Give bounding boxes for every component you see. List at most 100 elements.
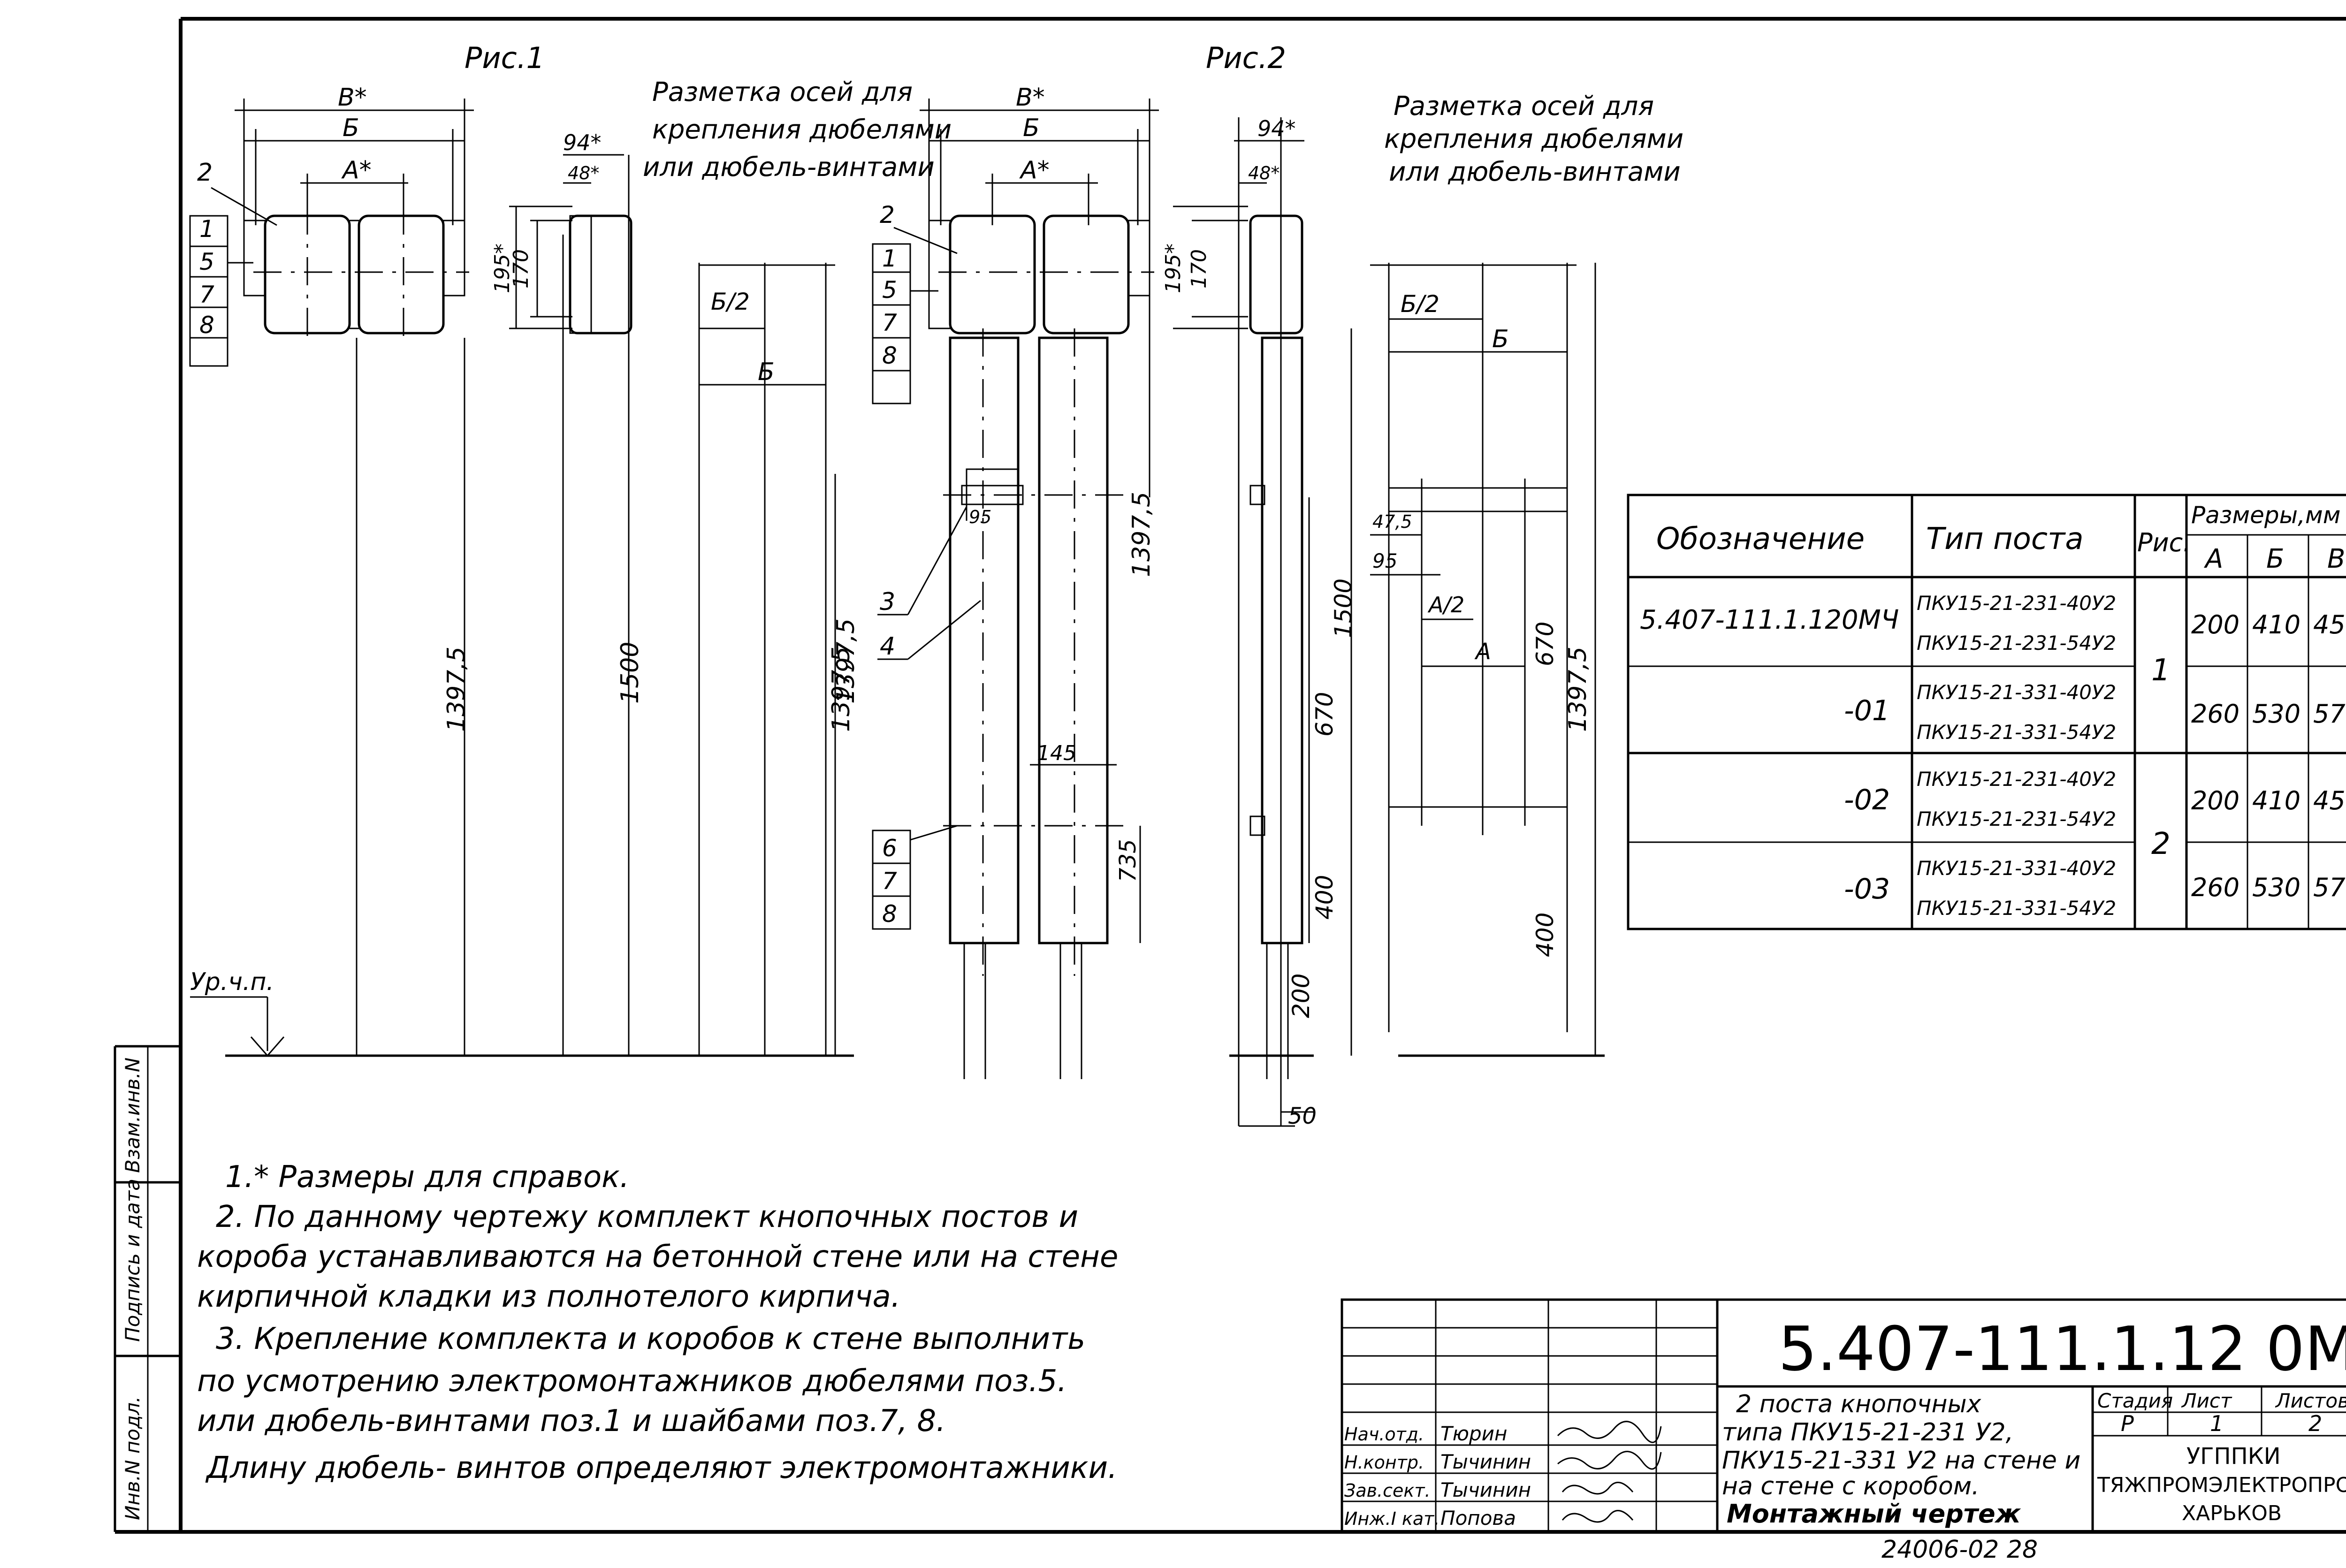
table-header-a: А [2204,544,2223,574]
table-row-type: ПКУ15-21-331-40У2 [1917,857,2116,880]
fig2-marking-line-2: крепления дюбелями [1384,124,1683,154]
table-cell-a: 200 [2191,786,2239,815]
fig1-marking-line-3: или дюбель-винтами [643,152,935,183]
fig2-dim-400b: 400 [1531,913,1559,957]
fig2-dim-735: 735 [1115,839,1141,882]
fig2-callouts-bottom: 6 7 8 [872,825,958,930]
signatory-name: Попова [1440,1507,1516,1530]
fig2-dim-50: 50 [1288,1103,1317,1129]
table-cell-v: 450 [2313,610,2346,639]
table-row-type: ПКУ15-21-231-54У2 [1917,632,2116,655]
fig2-callout-7b: 7 [882,868,897,895]
table-row-designation: -01 [1844,694,1890,727]
signature [1561,1510,1634,1523]
fig2-callout-6: 6 [882,835,897,862]
fig2-dim-95: 95 [969,507,991,527]
table-header-sizes: Размеры,мм [2191,502,2340,529]
fig2-callout-2: 2 [880,201,895,228]
fig2-marking-line-3: или дюбель-винтами [1389,157,1681,187]
role-label: Зав.сект. [1344,1480,1431,1501]
role-label: Н.контр. [1344,1452,1424,1473]
table-row-type: ПКУ15-21-331-54У2 [1917,897,2116,920]
table-row-type: ПКУ15-21-331-40У2 [1917,681,2116,704]
fig1-dim-195: 195* [490,244,514,293]
sheet-frame [114,17,2346,1534]
signature [1557,1451,1662,1470]
title-desc-line: типа ПКУ15-21-231 У2, [1722,1418,2013,1446]
title-block: 5.407-111.1.12 0МЧ 2 поста кнопочных тип… [1341,1298,2346,1564]
fig1-callout-2: 2 [197,159,213,187]
stage-value: Р [2121,1411,2134,1436]
fig2-title: Рис.2 [1206,41,1286,75]
fig2-dim-a-star: А* [1019,156,1050,184]
title-desc-line: ПКУ15-21-331 У2 на стене и [1722,1446,2080,1475]
note-line: или дюбель-винтами поз.1 и шайбами поз.7… [197,1404,946,1439]
table-cell-v: 570 [2313,873,2346,902]
fig2-dim-b-half: Б/2 [1401,290,1440,318]
fig2-dim-b-2: Б [1492,325,1509,353]
note-line: 2. По данному чертежу комплект кнопочных… [216,1200,1078,1234]
fig2-dim-475: 47,5 [1372,511,1412,532]
table-header-designation: Обозначение [1656,522,1865,556]
fig1-dim-1500: 1500 [616,642,644,704]
fig1-dim-b-half: Б/2 [711,288,750,315]
table-header-post-type: Тип поста [1926,522,2084,556]
table-cell-a: 260 [2191,699,2239,729]
sizes-table: Обозначение Тип поста Рис. Размеры,мм А … [1627,494,2346,930]
title-desc-line: на стене с коробом. [1722,1472,1980,1500]
fig2-callout-1: 1 [882,245,897,272]
signatory-name: Тычинин [1440,1450,1531,1473]
fig2-callouts-mid: 3 4 [877,506,981,661]
table-cell-b: 410 [2252,610,2300,639]
sheets-value: 2 [2308,1411,2322,1436]
fig2-callout-4: 4 [880,632,895,661]
title-desc-line: 2 поста кнопочных [1736,1390,1982,1418]
role-label: Нач.отд. [1344,1424,1424,1445]
doc-code: 5.407-111.1.12 0МЧ [1778,1313,2346,1385]
table-cell-v: 450 [2313,786,2346,815]
stamp-vzam-inv: Взам.инв.N [121,1058,144,1173]
fig1-dim-1397: 1397,5 [442,647,471,732]
fig1-dim-1397-b: 1397,5 [827,647,855,732]
sheet-label: Лист [2181,1389,2232,1412]
fig2-dim-a-half: А/2 [1427,592,1464,617]
table-row-type: ПКУ15-21-231-40У2 [1917,592,2116,615]
fig1-dim-94: 94* [563,130,602,155]
signatory-name: Тюрин [1440,1422,1507,1445]
sheets-label: Листов [2275,1389,2346,1412]
table-row-type: ПКУ15-21-331-54У2 [1917,721,2116,744]
fig2-dim-400: 400 [1311,875,1338,920]
fig2-marking-line-1: Разметка осей для [1394,91,1654,122]
fig2-dim-1397-left: 1397,5 [832,618,860,704]
table-row-type: ПКУ15-21-231-40У2 [1917,768,2116,791]
fig2-dim-200: 200 [1287,974,1315,1018]
fig1-callout-7: 7 [199,281,214,308]
table-fig-group-1: 1 [2151,653,2171,688]
fig1-dim-48: 48* [568,163,599,183]
figure-1: Рис.1 В* Б А* 2 1 [189,41,952,1057]
table-cell-a: 260 [2191,873,2239,902]
org-line: ТЯЖПРОМЭЛЕКТРОПРОЕКТ [2097,1473,2346,1497]
fig2-dim-b-star: В* [1016,84,1045,112]
floor-level-label: Ур.ч.п. [190,968,274,996]
note-line: 3. Крепление комплекта и коробов к стене… [216,1322,1085,1356]
note-line: Длину дюбель- винтов определяют электром… [205,1451,1117,1485]
fig2-dim-670: 670 [1311,692,1338,737]
drawing-type: Монтажный чертеж [1727,1499,2021,1529]
figure-2: Рис.2 В* Б А* 95 145 73 [832,41,1683,1129]
note-line: короба устанавливаются на бетонной стене… [197,1240,1118,1274]
fig2-dim-48: 48* [1248,163,1280,183]
fig2-dim-145: 145 [1037,741,1076,765]
signatory-name: Тычинин [1440,1478,1531,1501]
table-header-b: Б [2266,544,2284,574]
org-line: ХАРЬКОВ [2182,1501,2282,1525]
fig1-dim-b: Б [343,114,359,142]
fig1-dim-b-2: Б [758,358,775,386]
fig2-callouts-top: 2 1 5 7 8 [872,201,958,404]
fig2-dim-670b: 670 [1531,622,1559,666]
note-line: кирпичной кладки из полнотелого кирпича. [197,1279,900,1314]
fig1-title: Рис.1 [465,41,545,75]
fig2-callout-8b: 8 [882,900,897,928]
